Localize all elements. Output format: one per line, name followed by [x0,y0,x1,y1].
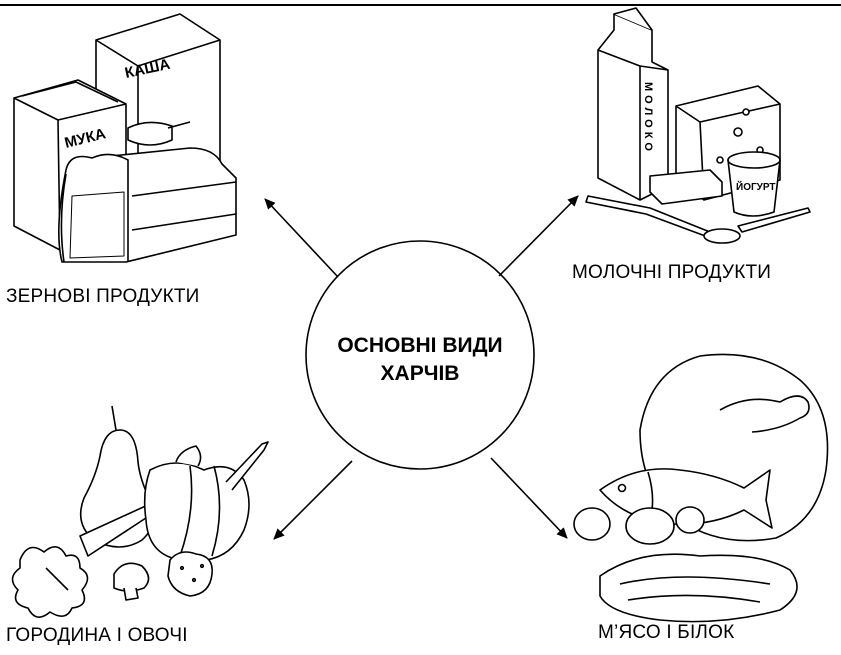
central-topic-line2: ХАРЧІВ [380,362,460,385]
vegetables-illustration [11,405,269,618]
dairy-label: МОЛОЧНІ ПРОДУКТИ [572,262,772,283]
meat-illustration [573,353,829,623]
milk-carton-label: МОЛОКО [642,82,654,155]
arrow-to-grains [264,198,339,278]
arrow-to-meat [490,457,568,539]
arrow-to-vegetables [273,460,353,540]
grains-label: ЗЕРНОВІ ПРОДУКТИ [6,286,200,307]
vegetables-label: ГОРОДИНА І ОВОЧІ [6,625,188,646]
yogurt-cup-label: ЙОГУРТ [736,180,776,193]
arrow-to-dairy [498,195,579,277]
center-circle [305,240,535,470]
central-topic-line1: ОСНОВНІ ВИДИ [337,334,503,357]
top-rule [0,4,841,6]
dairy-illustration: МОЛОКО ЙОГУРТ [585,7,811,244]
central-topic: ОСНОВНІ ВИДИ ХАРЧІВ [300,332,540,388]
grains-illustration: КАША МУКА [13,13,237,263]
meat-label: М’ЯСО І БІЛОК [598,622,735,643]
